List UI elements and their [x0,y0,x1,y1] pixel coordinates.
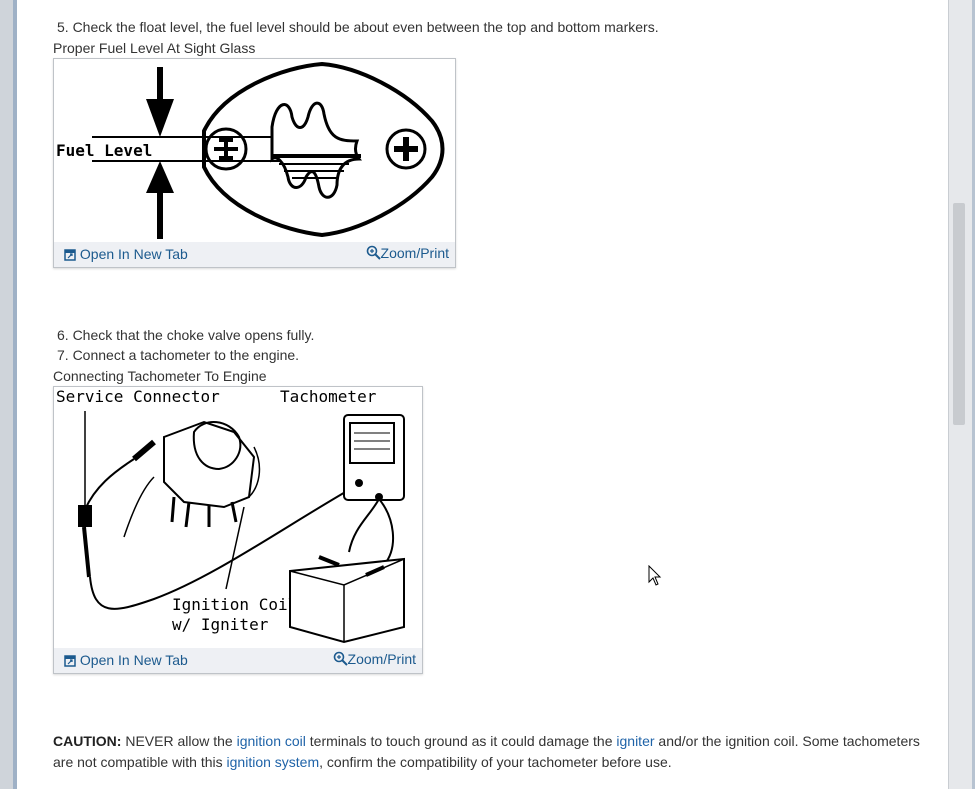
left-window-edge [0,0,17,789]
scrollbar-thumb[interactable] [953,203,965,425]
caution-text-3: and/or the ignition coil. Some tachomete… [53,733,920,770]
link-igniter[interactable]: igniter [616,733,655,749]
zoom-print-link[interactable]: Zoom/Print [366,245,449,261]
link-ignition-system[interactable]: ignition system [226,754,320,770]
new-tab-icon [64,655,76,667]
sight-glass-diagram: Fuel Level [56,61,445,239]
right-edge-bar [972,0,975,789]
open-new-tab-label[interactable]: Open In New Tab [79,246,188,262]
caution-label: CAUTION: [53,733,122,749]
step-6-text: 6. Check that the choke valve opens full… [57,327,315,343]
figure-tachometer[interactable]: Service Connector Tachometer Ignition Co… [53,386,423,674]
mouse-cursor-icon [648,565,662,586]
zoom-print-link[interactable]: Zoom/Print [333,651,416,667]
open-new-tab-link[interactable]: Open In New Tab [64,246,188,262]
figure-fuel-level[interactable]: Fuel Level Open In New Tab Zoom/Print [53,58,456,268]
service-connector-label: Service Connector [56,387,220,406]
open-new-tab-label[interactable]: Open In New Tab [79,652,188,668]
left-edge-bar [13,0,17,789]
figure1-toolbar: Open In New Tab Zoom/Print [54,242,455,267]
step-7-text: 7. Connect a tachometer to the engine. [57,347,300,363]
step-5-text: 5. Check the float level, the fuel level… [57,19,659,35]
caution-paragraph: CAUTION: NEVER allow the ignition coil t… [53,731,938,773]
zoom-icon [366,245,381,260]
igniter-label: w/ Igniter [172,615,269,634]
zoom-print-label[interactable]: Zoom/Print [347,651,416,667]
tachometer-label: Tachometer [280,387,377,406]
figure2-toolbar: Open In New Tab Zoom/Print [54,648,422,673]
open-new-tab-link[interactable]: Open In New Tab [64,652,188,668]
fuel-level-label: Fuel Level [56,141,152,160]
caution-text-2: terminals to touch ground as it could da… [305,733,617,749]
tachometer-diagram: Service Connector Tachometer Ignition Co… [56,387,405,644]
figure2-caption: Connecting Tachometer To Engine [53,368,267,384]
link-ignition-coil[interactable]: ignition coil [236,733,306,749]
zoom-icon [333,651,348,666]
caution-text-4: , confirm the compatibility of your tach… [319,754,672,770]
figure1-caption: Proper Fuel Level At Sight Glass [53,40,256,56]
zoom-print-label[interactable]: Zoom/Print [380,245,449,261]
ignition-coil-label: Ignition Coil [172,595,297,614]
caution-text-1: NEVER allow the [121,733,237,749]
new-tab-icon [64,249,76,261]
